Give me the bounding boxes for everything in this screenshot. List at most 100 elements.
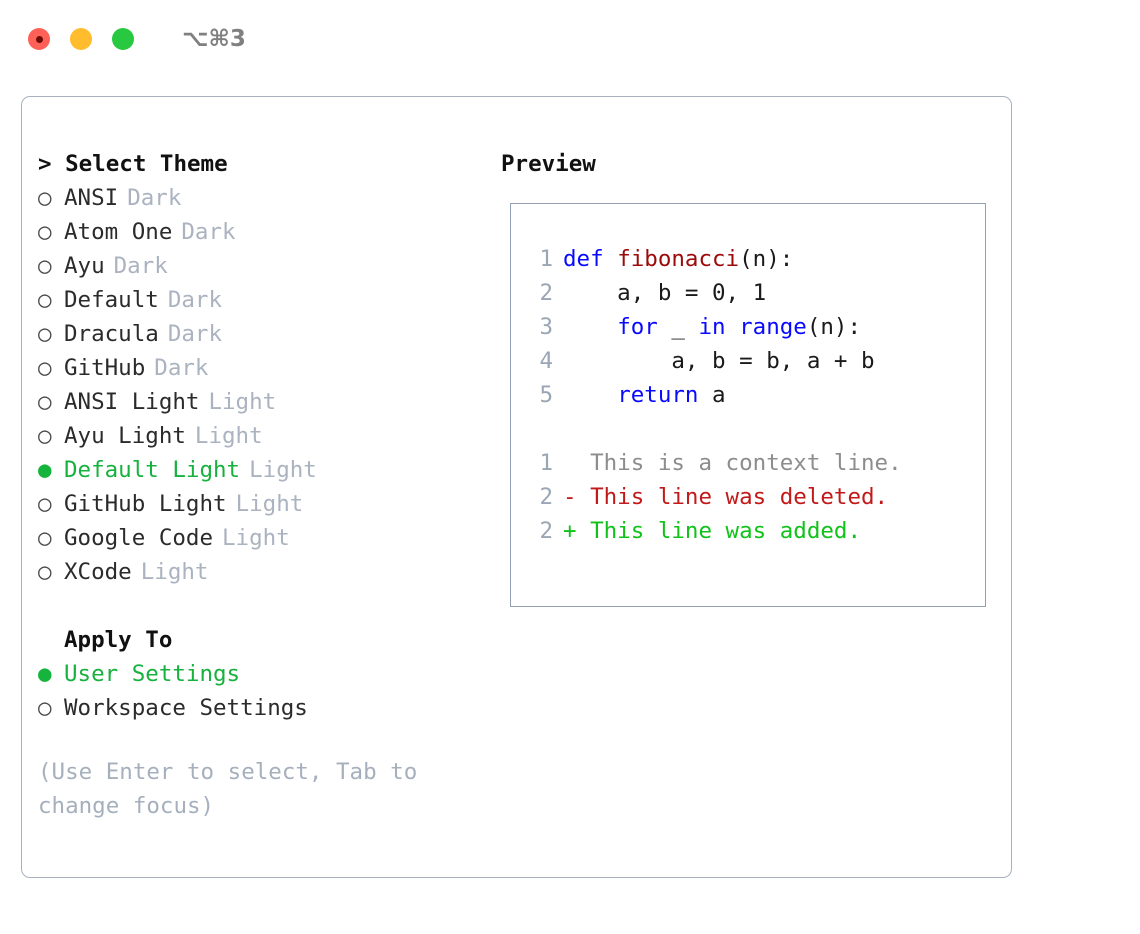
code-token-pl: (n): (739, 246, 794, 272)
preview-heading: Preview (501, 151, 596, 177)
code-line-text: for _ in range(n): (563, 310, 861, 344)
code-token-kw: for (617, 314, 658, 340)
line-number: 1 (539, 246, 553, 272)
code-line-text: a, b = 0, 1 (563, 276, 766, 310)
code-line: 4 a, b = b, a + b (523, 344, 902, 378)
code-token-kw: range (739, 314, 807, 340)
radio-unselected-icon: ○ (38, 491, 52, 517)
code-token-pl (563, 314, 617, 340)
diff-line: 2 - This line was deleted. (523, 480, 902, 514)
diff-line-text-ctx: This is a context line. (563, 450, 902, 476)
radio-unselected-icon: ○ (38, 695, 52, 721)
theme-option-label: Atom One (64, 219, 173, 245)
window-controls (28, 28, 134, 50)
theme-option-label: Dracula (64, 321, 159, 347)
theme-option-label: GitHub Light (64, 491, 227, 517)
code-token-pl: a, b = b, a + b (563, 348, 875, 374)
title-bar: ⌥⌘3 (0, 0, 1140, 78)
diff-line: 2 + This line was added. (523, 514, 902, 548)
diff-line-text-add: + This line was added. (563, 518, 862, 544)
radio-unselected-icon: ○ (38, 219, 52, 245)
theme-option-label: Default (64, 287, 159, 313)
apply-to-heading: Apply To (64, 627, 173, 653)
radio-unselected-icon: ○ (38, 423, 52, 449)
code-line: 2 a, b = 0, 1 (523, 276, 902, 310)
code-line: 5 return a (523, 378, 902, 412)
theme-option-label: Ayu Light (64, 423, 186, 449)
theme-option-github-light[interactable]: ○ GitHub Light Light (38, 487, 498, 521)
line-number: 2 (539, 484, 553, 510)
radio-unselected-icon: ○ (38, 389, 52, 415)
theme-option-label: ANSI (64, 185, 119, 211)
theme-option-ayu-light[interactable]: ○ Ayu Light Light (38, 419, 498, 453)
radio-selected-icon: ● (38, 457, 52, 483)
line-number: 2 (539, 518, 553, 544)
radio-unselected-icon: ○ (38, 287, 52, 313)
apply-to-option-workspace-settings[interactable]: ○ Workspace Settings (38, 691, 498, 725)
code-token-kw: def (563, 246, 618, 272)
theme-option-default-light[interactable]: ● Default Light Light (38, 453, 498, 487)
code-token-pl: _ (657, 314, 699, 340)
minimize-button[interactable] (70, 28, 92, 50)
keyboard-shortcut-label: ⌥⌘3 (182, 26, 246, 52)
line-number: 5 (539, 382, 553, 408)
theme-option-github[interactable]: ○ GitHub Dark (38, 351, 498, 385)
code-line: 3 for _ in range(n): (523, 310, 902, 344)
theme-option-atom-one[interactable]: ○ Atom One Dark (38, 215, 498, 249)
theme-variant-tag: Light (208, 389, 277, 415)
select-theme-heading: > Select Theme (38, 151, 228, 177)
diff-block: 1 This is a context line. 2 - This line wa… (523, 446, 902, 548)
theme-option-ansi[interactable]: ○ ANSI Dark (38, 181, 498, 215)
theme-variant-tag: Light (222, 525, 290, 551)
diff-line: 1 This is a context line. (523, 446, 902, 480)
code-token-kw: in (698, 314, 726, 340)
code-token-kw: return (617, 382, 699, 408)
code-token-pl: a, b = 0, 1 (563, 280, 767, 306)
theme-variant-tag: Dark (127, 185, 182, 211)
apply-to-option-label: Workspace Settings (64, 695, 308, 721)
keyboard-hint: (Use Enter to select, Tab to change focu… (38, 759, 418, 819)
code-token-fn: fibonacci (617, 246, 740, 272)
code-token-pl (726, 314, 740, 340)
code-line-text: return a (563, 378, 725, 412)
theme-variant-tag: Light (249, 457, 317, 483)
line-number: 4 (539, 348, 553, 374)
theme-variant-tag: Dark (167, 287, 223, 313)
zoom-button[interactable] (112, 28, 134, 50)
radio-selected-icon: ● (38, 661, 52, 687)
code-token-pl (563, 382, 617, 408)
theme-variant-tag: Dark (167, 321, 223, 347)
radio-unselected-icon: ○ (38, 355, 52, 381)
radio-unselected-icon: ○ (38, 525, 52, 551)
theme-variant-tag: Light (194, 423, 263, 449)
theme-option-ansi-light[interactable]: ○ ANSI Light Light (38, 385, 498, 419)
theme-option-label: XCode (64, 559, 132, 585)
theme-option-label: GitHub (64, 355, 146, 381)
radio-unselected-icon: ○ (38, 185, 52, 211)
line-number: 3 (539, 314, 553, 340)
theme-variant-tag: Light (140, 559, 209, 585)
theme-option-label: Ayu (64, 253, 105, 279)
theme-option-label: ANSI Light (64, 389, 200, 415)
theme-variant-tag: Dark (154, 355, 209, 381)
apply-to-option-user-settings[interactable]: ● User Settings (38, 657, 498, 691)
code-line-text: def fibonacci(n): (563, 242, 793, 276)
apply-to-list: ● User Settings ○ Workspace Settings (38, 657, 498, 725)
theme-variant-tag: Light (235, 491, 304, 517)
theme-variant-tag: Dark (181, 219, 236, 245)
apply-to-option-label: User Settings (64, 661, 241, 687)
theme-option-default[interactable]: ○ Default Dark (38, 283, 498, 317)
theme-option-label: Default Light (64, 457, 241, 483)
diff-line-text-del: - This line was deleted. (563, 484, 889, 510)
close-button[interactable] (28, 28, 50, 50)
